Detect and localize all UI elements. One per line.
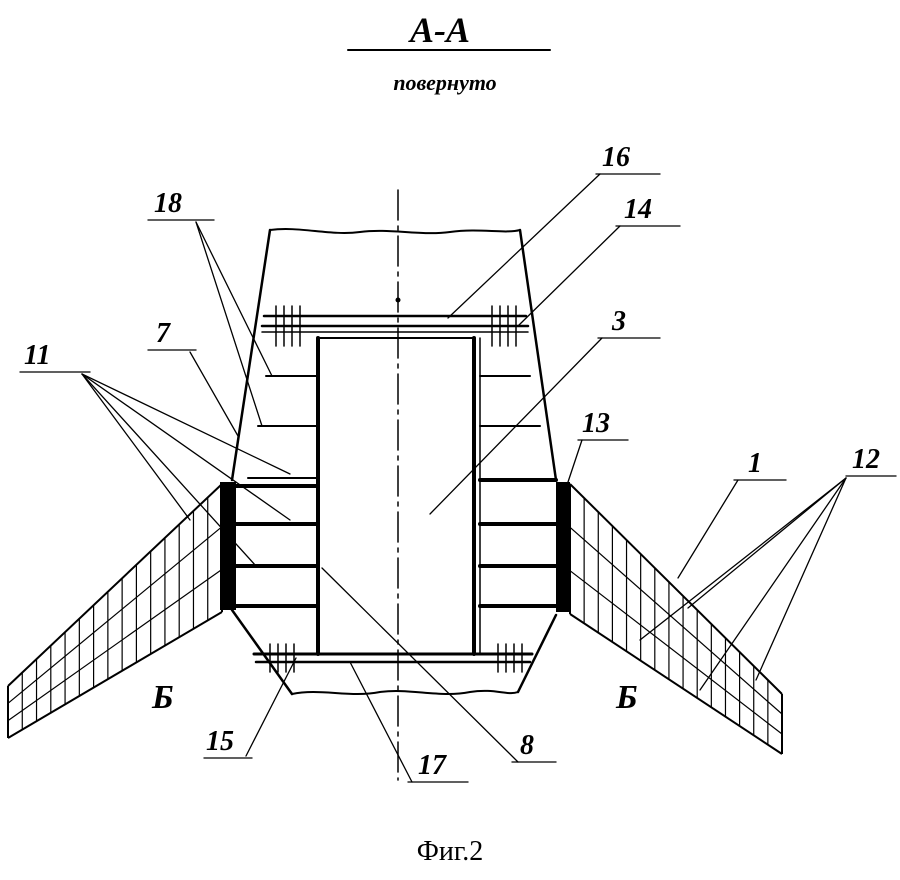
leader-lines bbox=[19, 173, 897, 783]
central-body bbox=[230, 228, 558, 696]
lattice-line bbox=[7, 568, 223, 722]
callout-15: 15 bbox=[206, 726, 234, 757]
callout-13: 13 bbox=[582, 408, 610, 439]
right-wing-root-block bbox=[556, 482, 570, 612]
callout-7: 7 bbox=[156, 318, 171, 349]
right-cell-stack bbox=[478, 375, 570, 612]
callout-18: 18 bbox=[154, 188, 182, 219]
bottom-left-bolts bbox=[269, 643, 295, 673]
lattice-line bbox=[569, 526, 783, 715]
top-plates bbox=[260, 305, 530, 347]
section-title: А-А bbox=[408, 10, 470, 50]
view-marker-right: Б bbox=[615, 679, 638, 716]
left-lattice-wing bbox=[7, 483, 223, 739]
left-cell-stack bbox=[220, 375, 320, 610]
callout-3: 3 bbox=[611, 306, 626, 337]
callout-17: 17 bbox=[418, 750, 447, 781]
lattice-line bbox=[7, 611, 223, 739]
central-column bbox=[316, 336, 481, 656]
lattice-line bbox=[569, 613, 783, 755]
left-wing-root-block bbox=[220, 482, 236, 610]
body-left-upper-edge bbox=[230, 228, 272, 482]
section-subtitle: повернуто bbox=[393, 70, 496, 95]
callout-8: 8 bbox=[520, 730, 534, 761]
top-left-bolts bbox=[275, 305, 301, 347]
body-left-lower-edge bbox=[230, 608, 294, 696]
figure-caption: Фиг.2 bbox=[417, 836, 483, 867]
top-right-bolts bbox=[491, 305, 517, 347]
lattice-line bbox=[569, 483, 783, 695]
body-top-break-line bbox=[269, 228, 521, 235]
callout-11: 11 bbox=[24, 340, 50, 371]
section-header: А-А повернуто bbox=[347, 10, 551, 95]
body-right-lower-edge bbox=[516, 613, 558, 694]
lattice-line bbox=[7, 483, 223, 687]
callout-16: 16 bbox=[602, 142, 630, 173]
callout-12: 12 bbox=[852, 444, 880, 475]
callout-14: 14 bbox=[624, 194, 652, 225]
lattice-line bbox=[7, 526, 223, 704]
view-marker-left: Б bbox=[151, 679, 174, 716]
right-lattice-wing bbox=[569, 483, 783, 755]
body-right-upper-edge bbox=[518, 228, 558, 482]
central-column-outline bbox=[317, 337, 475, 655]
center-axis-dot bbox=[395, 297, 401, 303]
bottom-right-bolts bbox=[497, 643, 523, 673]
callout-1: 1 bbox=[748, 448, 762, 479]
callout-labels: 16 14 18 7 3 11 13 1 12 15 17 8 bbox=[24, 142, 880, 781]
lattice-line bbox=[569, 570, 783, 735]
body-bottom-break-line bbox=[291, 689, 519, 695]
